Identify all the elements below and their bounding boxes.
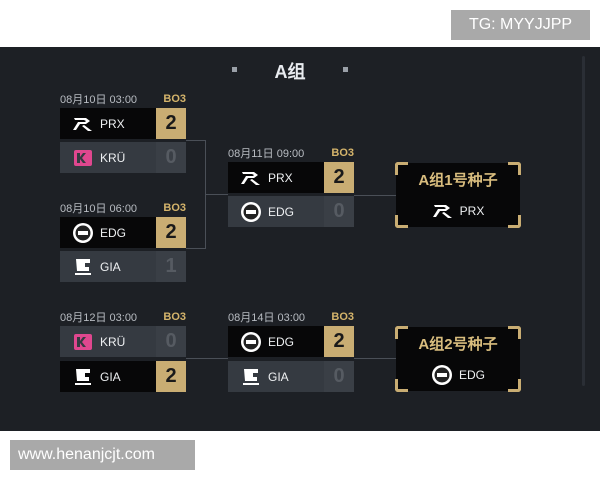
corner-bracket (508, 379, 521, 392)
team-row[interactable]: GIA 2 (60, 361, 186, 392)
match-format: BO3 (163, 311, 186, 323)
team-score: 2 (324, 326, 354, 357)
corner-bracket (508, 326, 521, 339)
match-time: 08月14日 03:00 (228, 312, 306, 324)
team-row[interactable]: PRX 2 (228, 162, 354, 193)
connector-line (186, 140, 206, 141)
team-row[interactable]: KRÜ 0 (60, 326, 186, 357)
seed-box[interactable]: A组1号种子 PRX (395, 162, 521, 228)
team-score: 0 (324, 361, 354, 392)
corner-bracket (395, 215, 408, 228)
team-score: 2 (156, 108, 186, 139)
team-name: PRX (268, 170, 293, 185)
gia-logo-icon (72, 256, 94, 278)
match-format: BO3 (331, 147, 354, 159)
seed-team: PRX (396, 200, 520, 222)
connector-line (186, 248, 206, 249)
team-score: 0 (156, 326, 186, 357)
team-row[interactable]: EDG 2 (228, 326, 354, 357)
team-row[interactable]: EDG 2 (60, 217, 186, 248)
prx-logo-icon (432, 200, 454, 222)
team-name: KRÜ (100, 334, 126, 349)
seed-team-name: PRX (459, 204, 485, 218)
prx-logo-icon (240, 167, 262, 189)
team-row[interactable]: EDG 0 (228, 196, 354, 227)
gia-logo-icon (72, 366, 94, 388)
match-time: 08月11日 09:00 (228, 148, 305, 160)
connector-line (186, 358, 228, 359)
scrollbar[interactable] (582, 56, 585, 386)
team-name: KRÜ (100, 150, 126, 165)
seed-team-name: EDG (458, 368, 485, 382)
corner-bracket (508, 162, 521, 175)
gia-logo-icon (240, 366, 262, 388)
corner-bracket (395, 162, 408, 175)
match-header: 08月10日 03:00 BO3 (60, 91, 186, 107)
edg-logo-icon (431, 364, 453, 386)
team-name: GIA (100, 259, 121, 274)
seed-title: A组2号种子 (418, 336, 498, 353)
title-dot-right (343, 67, 348, 72)
match-format: BO3 (163, 202, 186, 214)
match-header: 08月12日 03:00 BO3 (60, 309, 186, 325)
corner-bracket (395, 379, 408, 392)
team-name: GIA (268, 369, 289, 384)
match-header: 08月14日 03:00 BO3 (228, 309, 354, 325)
team-name: EDG (268, 334, 295, 349)
team-name: PRX (100, 116, 125, 131)
watermark: www.henanjcjt.com (10, 440, 195, 470)
team-row[interactable]: PRX 2 (60, 108, 186, 139)
match-format: BO3 (163, 93, 186, 105)
team-score: 1 (156, 251, 186, 282)
team-row[interactable]: GIA 1 (60, 251, 186, 282)
team-name: EDG (100, 225, 127, 240)
team-name: GIA (100, 369, 121, 384)
match-time: 08月10日 03:00 (60, 94, 138, 106)
corner-bracket (395, 326, 408, 339)
corner-bracket (508, 215, 521, 228)
prx-logo-icon (72, 113, 94, 135)
seed-box[interactable]: A组2号种子 EDG (395, 326, 521, 392)
match-time: 08月12日 03:00 (60, 312, 138, 324)
match-header: 08月11日 09:00 BO3 (228, 145, 354, 161)
kru-logo-icon (72, 331, 94, 353)
team-score: 0 (324, 196, 354, 227)
team-name: EDG (268, 204, 295, 219)
team-score: 0 (156, 142, 186, 173)
connector-line (354, 358, 396, 359)
team-score: 2 (156, 217, 186, 248)
team-score: 2 (324, 162, 354, 193)
edg-logo-icon (72, 222, 94, 244)
team-row[interactable]: GIA 0 (228, 361, 354, 392)
team-score: 2 (156, 361, 186, 392)
match-time: 08月10日 06:00 (60, 203, 138, 215)
group-title: A组 (274, 62, 306, 82)
title-dot-left (232, 67, 237, 72)
seed-team: EDG (396, 364, 520, 386)
kru-logo-icon (72, 147, 94, 169)
match-format: BO3 (331, 311, 354, 323)
edg-logo-icon (240, 201, 262, 223)
edg-logo-icon (240, 331, 262, 353)
team-row[interactable]: KRÜ 0 (60, 142, 186, 173)
match-header: 08月10日 06:00 BO3 (60, 200, 186, 216)
tg-label: TG: MYYJJPP (451, 10, 590, 40)
connector-line (205, 194, 228, 195)
seed-title: A组1号种子 (418, 172, 498, 189)
connector-line (354, 195, 396, 196)
